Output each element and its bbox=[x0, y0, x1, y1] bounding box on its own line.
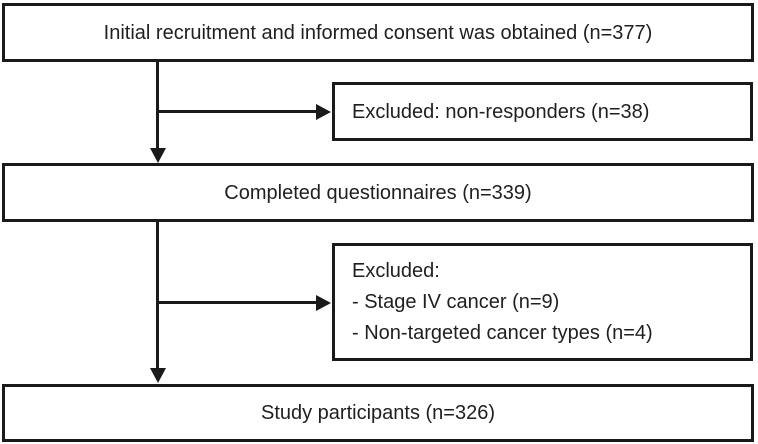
arrow-branch-2-head-icon bbox=[316, 295, 331, 311]
arrow-branch-1-head-icon bbox=[316, 104, 331, 120]
arrow-down-1-line bbox=[156, 62, 159, 149]
flow-box-initial-recruitment: Initial recruitment and informed consent… bbox=[2, 3, 754, 62]
arrow-branch-2-line bbox=[157, 301, 317, 304]
arrow-down-1-head-icon bbox=[150, 148, 166, 163]
flow-box-study-participants-label: Study participants (n=326) bbox=[260, 402, 496, 424]
arrow-down-2-line bbox=[156, 222, 159, 369]
flow-box-excluded-nonresponders: Excluded: non-responders (n=38) bbox=[332, 82, 753, 141]
arrow-down-2-head-icon bbox=[150, 368, 166, 383]
flow-box-completed-questionnaires-label: Completed questionnaires (n=339) bbox=[224, 181, 532, 204]
flow-box-excluded-cancer: Excluded: - Stage IV cancer (n=9) - Non-… bbox=[332, 243, 753, 361]
flow-box-initial-recruitment-label: Initial recruitment and informed consent… bbox=[103, 21, 653, 44]
arrow-branch-1-line bbox=[157, 110, 317, 113]
flow-box-excluded-nonresponders-label: Excluded: non-responders (n=38) bbox=[352, 100, 650, 123]
excluded-cancer-line-3: - Non-targeted cancer types (n=4) bbox=[352, 321, 653, 344]
excluded-cancer-line-1: Excluded: bbox=[352, 259, 440, 282]
flow-box-completed-questionnaires: Completed questionnaires (n=339) bbox=[2, 163, 754, 222]
excluded-cancer-line-2: - Stage IV cancer (n=9) bbox=[352, 290, 560, 313]
flow-box-study-participants: Study participants (n=326) bbox=[2, 384, 754, 442]
